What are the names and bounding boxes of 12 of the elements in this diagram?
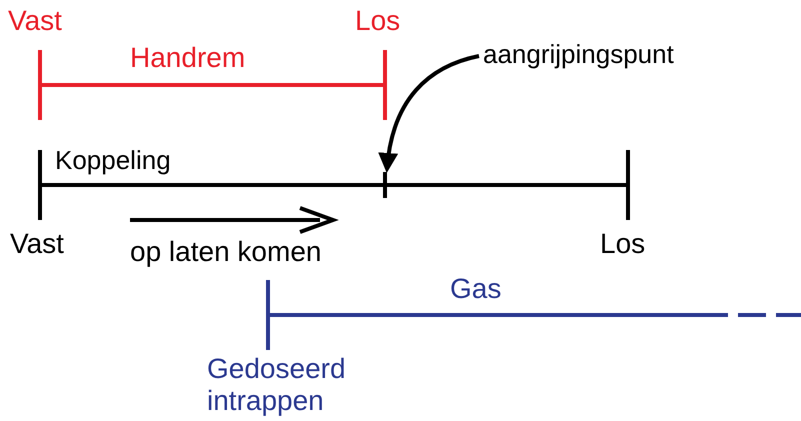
callout-text: aangrijpingspunt — [483, 38, 674, 70]
leader-line — [378, 54, 480, 173]
tick-mark — [383, 172, 387, 198]
state-label: Vast — [8, 5, 62, 37]
state-label: Vast — [10, 228, 64, 260]
bar-title: Handrem — [130, 42, 246, 74]
arrow-label: op laten komen — [130, 236, 322, 268]
state-label: Los — [355, 5, 400, 37]
state-label: Gedoseerd intrappen — [207, 353, 347, 417]
bar-title: Koppeling — [55, 144, 171, 176]
state-label: Los — [600, 228, 646, 260]
bar-title: Gas — [450, 273, 502, 305]
